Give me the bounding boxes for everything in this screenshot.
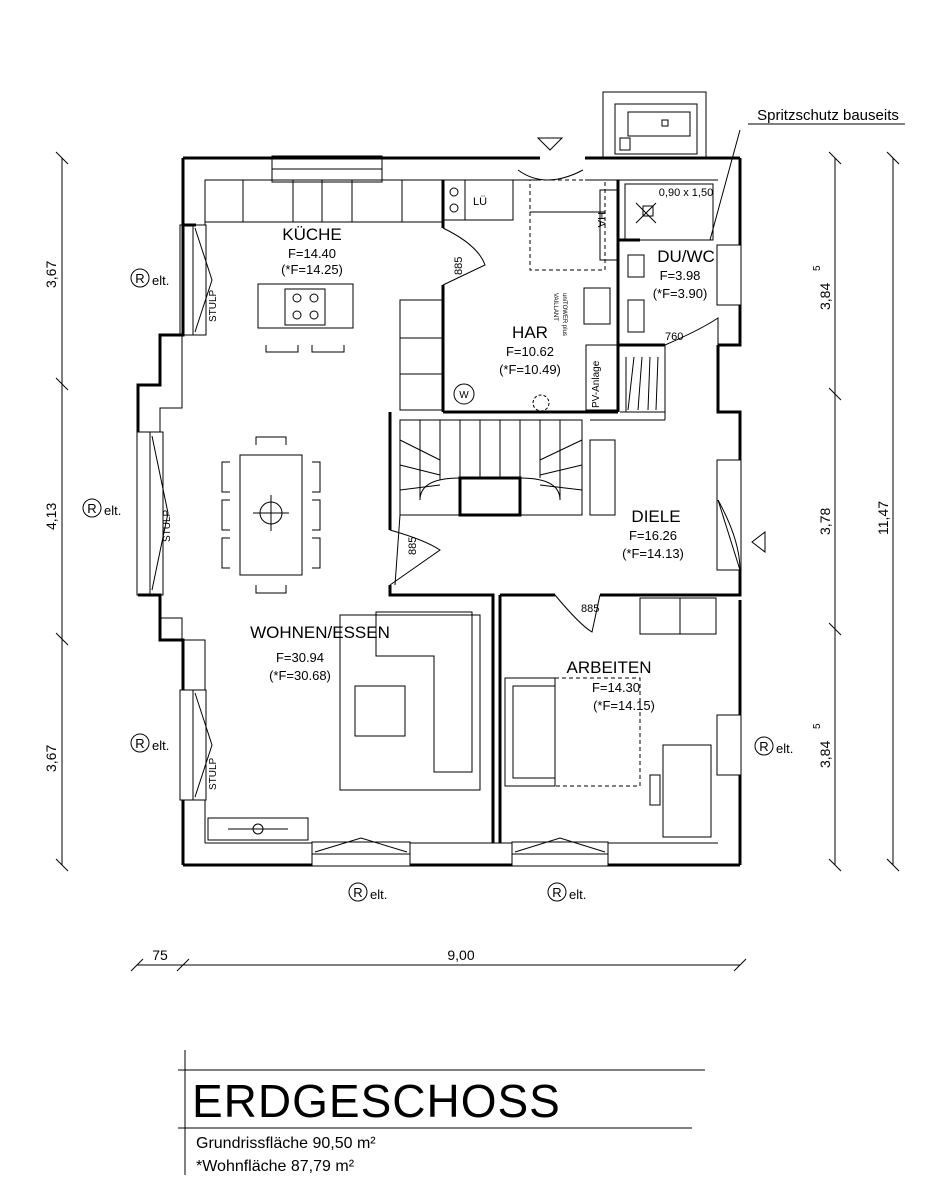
radiator-symbol: R	[135, 736, 144, 751]
title-block	[178, 1050, 705, 1175]
kitchen-name: KÜCHE	[282, 225, 342, 244]
diele-area	[717, 499, 766, 571]
radiator-label: elt.	[569, 887, 586, 902]
radiator-living: R elt.	[130, 733, 169, 753]
outdoor-shower	[536, 91, 707, 158]
duwc-name: DU/WC	[657, 247, 715, 266]
dimension-right-total	[886, 151, 900, 872]
radiator-dining: R elt.	[82, 498, 121, 518]
diele-name: DIELE	[631, 507, 680, 526]
stulp-label-living: STULP	[208, 757, 219, 790]
duwc-area-net: (*F=3.90)	[653, 286, 708, 301]
kitchen-area: F=14.40	[288, 246, 336, 261]
diele-area-net: (*F=14.13)	[622, 546, 684, 561]
dim-right-3: 3,84	[817, 741, 833, 768]
radiator-symbol: R	[135, 271, 144, 286]
duwc-area: F=3.98	[660, 268, 701, 283]
radiator-label: elt.	[104, 503, 121, 518]
shower-size: 0,90 x 1,50	[659, 187, 713, 199]
stulp-label-dining: STULP	[162, 509, 173, 542]
arbeiten-area-net: (*F=14.15)	[593, 698, 655, 713]
wohnen-name: WOHNEN/ESSEN	[250, 623, 390, 642]
door-kitchen-width: 885	[453, 257, 465, 275]
wohnen-area-net: (*F=30.68)	[269, 668, 331, 683]
dim-right-1: 3,84	[817, 283, 833, 310]
pv-label: PV-Anlage	[591, 360, 602, 408]
dim-bottom-small: 75	[152, 947, 168, 963]
entrance-marker-icon	[536, 137, 564, 151]
radiator-label: elt.	[370, 887, 387, 902]
radiator-bottom-left: R elt.	[348, 882, 387, 902]
arbeiten-area: F=14.30	[592, 680, 640, 695]
radiator-label: elt.	[152, 738, 169, 753]
radiator-symbol: R	[552, 885, 561, 900]
kitchen-area-net: (*F=14.25)	[281, 262, 343, 277]
dim-bottom-total: 9,00	[447, 947, 474, 963]
washer-label: W	[459, 390, 469, 401]
dimension-left	[55, 151, 69, 872]
radiator-label: elt.	[152, 273, 169, 288]
har-area: F=10.62	[506, 344, 554, 359]
door-bath-width: 760	[665, 331, 683, 343]
door-swings	[389, 227, 719, 633]
dim-right-2: 3,78	[817, 508, 833, 535]
diele-area: F=16.26	[629, 528, 677, 543]
living-furniture	[207, 611, 481, 841]
radiator-symbol: R	[87, 501, 96, 516]
har-name: HAR	[512, 323, 548, 342]
page-title: ERDGESCHOSS	[192, 1075, 561, 1127]
dim-left-2: 4,13	[43, 503, 59, 530]
door-arbeiten-width: 885	[581, 603, 599, 615]
radiator-arbeiten: R elt.	[754, 736, 793, 756]
entrance-arrow-icon	[751, 530, 766, 554]
dimension-right-inner	[828, 151, 842, 872]
unitower-label: uniTOWER plus	[561, 293, 567, 336]
dim-left-3: 3,67	[43, 745, 59, 772]
har-area-net: (*F=10.49)	[499, 362, 561, 377]
radiator-bottom-right: R elt.	[547, 882, 586, 902]
door-stair-width: 885	[407, 537, 419, 555]
lue-label: LÜ	[473, 196, 487, 208]
dim-right-3-sup: 5	[812, 723, 823, 729]
kitchen-furniture	[204, 179, 444, 411]
radiator-symbol: R	[759, 739, 768, 754]
dining-table	[221, 436, 321, 594]
stulp-label-kitchen: STULP	[208, 289, 219, 322]
legend-area: Grundrissfläche 90,50 m²	[196, 1135, 376, 1152]
ha-label: HA	[595, 212, 607, 228]
dim-left-1: 3,67	[43, 261, 59, 288]
dim-right-1-sup: 5	[812, 265, 823, 271]
arbeiten-name: ARBEITEN	[566, 658, 651, 677]
dim-right-total: 11,47	[875, 501, 891, 535]
legend-living: *Wohnfläche 87,79 m²	[196, 1158, 355, 1175]
arbeiten-furniture	[504, 597, 717, 838]
outer-walls	[136, 156, 742, 867]
har-furniture	[442, 169, 619, 412]
bathroom-furniture	[624, 123, 905, 412]
wohnen-area: F=30.94	[276, 650, 324, 665]
staircase	[394, 419, 616, 586]
radiator-label: elt.	[776, 741, 793, 756]
dimension-bottom	[130, 958, 747, 972]
windows	[136, 155, 742, 867]
radiator-symbol: R	[353, 885, 362, 900]
radiator-kitchen: R elt.	[130, 268, 169, 288]
spritzschutz-annotation: Spritzschutz bauseits	[757, 107, 899, 124]
vaillant-label: VAILLANT	[552, 293, 558, 321]
